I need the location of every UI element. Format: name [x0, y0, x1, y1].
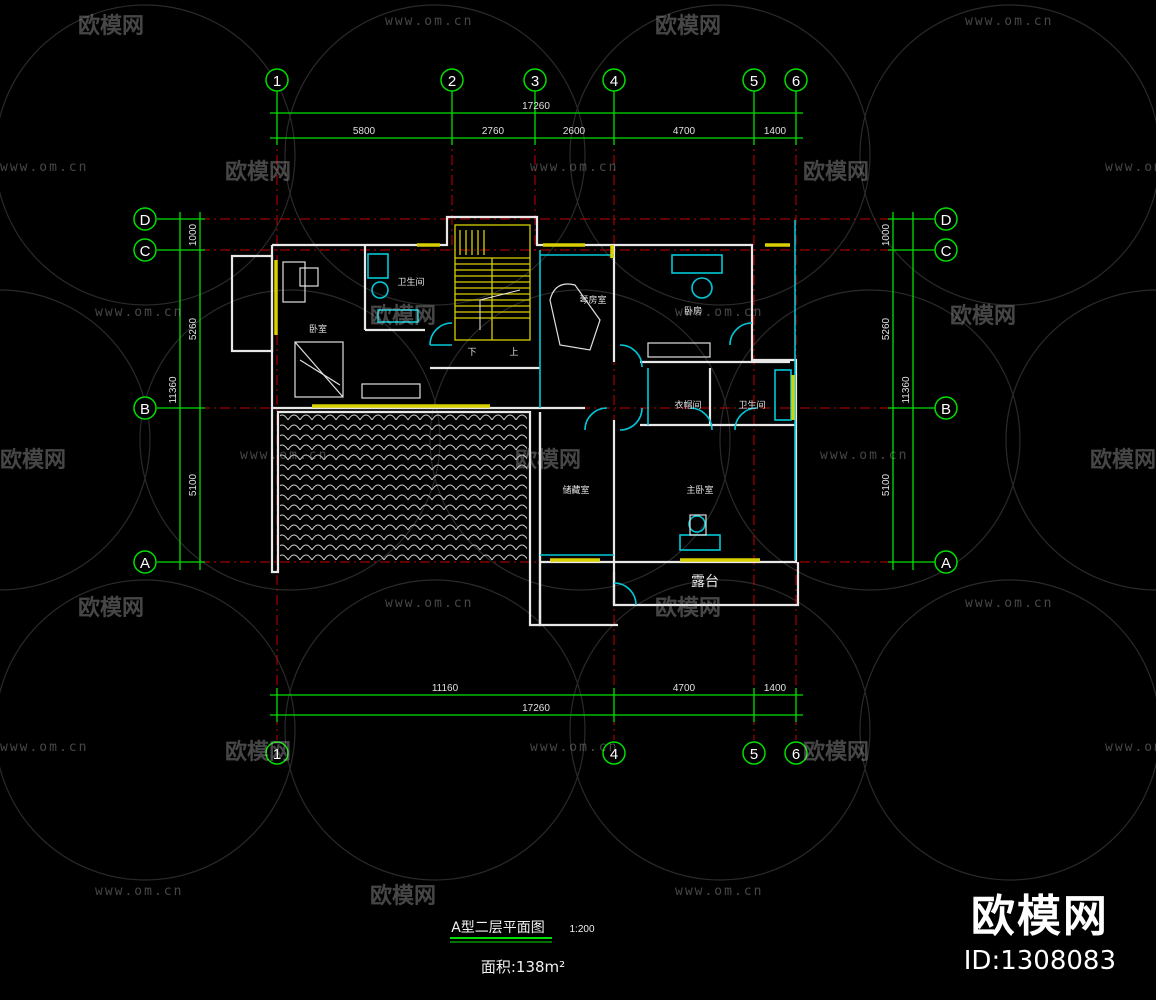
drawing-scale: 1:200	[569, 924, 594, 935]
axis-label-1: 1	[273, 73, 281, 90]
room-bath-left-label: 卫生间	[397, 276, 424, 288]
dim-right-2: 5260	[881, 317, 892, 340]
room-storage-label: 储藏室	[562, 484, 589, 496]
walls	[230, 215, 800, 627]
watermark-url: www.om.cn	[385, 14, 474, 29]
axis-label-D: D	[140, 212, 151, 229]
dim-top-3: 2600	[563, 126, 586, 137]
axis-label-5-bottom: 5	[750, 746, 758, 763]
dim-top-4: 4700	[673, 126, 696, 137]
axis-label-5: 5	[750, 73, 758, 90]
watermark-logo: 欧模网	[0, 448, 67, 473]
watermark-url: www.om.cn	[530, 740, 619, 755]
watermark-logo: 欧模网	[803, 740, 870, 765]
watermark-url: www.om.cn	[0, 740, 89, 755]
dim-right-1: 1000	[881, 223, 892, 246]
watermark-url: www.om.cn	[530, 160, 619, 175]
room-closet-label: 衣帽间	[674, 399, 701, 411]
axis-label-6-bottom: 6	[792, 746, 800, 763]
room-labels: 卧室 卫生间 琴房室 卧房 衣帽间 卫生间 储藏室 主卧室 下 上	[309, 276, 766, 496]
axis-label-C-right: C	[941, 243, 952, 260]
dim-top-1: 5800	[353, 126, 376, 137]
watermark-logo: 欧模网	[655, 596, 722, 621]
dim-left-total: 11360	[168, 376, 179, 404]
staircase	[454, 224, 531, 341]
axis-label-A: A	[140, 555, 150, 572]
watermark-url: www.om.cn	[240, 448, 329, 463]
watermark-logo: 欧模网	[515, 448, 582, 473]
doors-and-fixtures	[367, 220, 796, 606]
watermark-url: www.om.cn	[675, 305, 764, 320]
watermark-logo: 欧模网	[655, 14, 722, 39]
furniture	[282, 261, 711, 536]
axis-label-1-bottom: 1	[273, 746, 281, 763]
dim-bottom-total: 17260	[522, 703, 550, 714]
watermark-logo: 欧模网	[225, 160, 292, 185]
axis-label-A-right: A	[941, 555, 951, 572]
dim-top-5: 1400	[764, 126, 787, 137]
brand-name: 欧模网	[970, 891, 1109, 942]
watermark-logo: 欧模网	[950, 304, 1017, 329]
dim-bottom-2: 4700	[673, 683, 696, 694]
axis-label-B-right: B	[941, 401, 951, 418]
watermark-url: www.om.cn	[820, 448, 909, 463]
room-bedroom-right-label: 卧房	[684, 305, 702, 317]
axis-label-3: 3	[531, 73, 539, 90]
watermark-logo: 欧模网	[225, 740, 292, 765]
axis-bubble-labels: 1 2 3 4 5 6 1 4 5 6 D C B A D C B A	[140, 73, 952, 763]
watermark-url: www.om.cn	[675, 884, 764, 899]
axis-label-6: 6	[792, 73, 800, 90]
room-study-label: 卧室	[309, 323, 327, 335]
watermark-logo: 欧模网	[803, 160, 870, 185]
watermark-url: www.om.cn	[1105, 740, 1156, 755]
dim-bottom-1: 11160	[432, 683, 459, 694]
room-bath-right-label: 卫生间	[738, 399, 765, 411]
watermark-url: www.om.cn	[1105, 160, 1156, 175]
watermark-logo: 欧模网	[78, 596, 145, 621]
drawing-title: A型二层平面图	[451, 920, 545, 936]
dim-left-3: 5100	[188, 473, 199, 496]
watermark-logo: 欧模网	[78, 14, 145, 39]
watermark-url: www.om.cn	[385, 596, 474, 611]
watermark-url: www.om.cn	[95, 305, 184, 320]
dim-right-3: 5100	[881, 473, 892, 496]
axis-label-4-bottom: 4	[610, 746, 618, 763]
dim-top-2: 2760	[482, 126, 505, 137]
room-piano-label: 琴房室	[579, 294, 606, 306]
brand-id: ID:1308083	[963, 946, 1116, 976]
drawing-area: 面积:138m²	[481, 958, 565, 976]
axis-bubbles	[133, 68, 958, 765]
dim-left-2: 5260	[188, 317, 199, 340]
axis-grid-lines	[160, 95, 935, 740]
axis-label-C: C	[140, 243, 151, 260]
dim-bottom-3: 1400	[764, 683, 787, 694]
axis-label-D-right: D	[941, 212, 952, 229]
windows	[274, 243, 795, 562]
dimension-texts: 17260 5800 2760 2600 4700 1400 11160 470…	[168, 101, 912, 714]
stair-arrow	[479, 289, 521, 330]
watermark-logo: 欧模网	[1090, 448, 1156, 473]
stair-down-label: 下	[467, 348, 476, 358]
axis-label-4: 4	[610, 73, 618, 90]
room-master-label: 主卧室	[686, 484, 713, 496]
watermark-url: www.om.cn	[95, 884, 184, 899]
watermark-url: www.om.cn	[965, 14, 1054, 29]
dim-top-total: 17260	[522, 101, 550, 112]
watermark-logo: 欧模网	[370, 884, 437, 909]
stair-up-label: 上	[509, 347, 518, 358]
watermark-url: www.om.cn	[965, 596, 1054, 611]
dim-left-1: 1000	[188, 223, 199, 246]
axis-label-B: B	[140, 401, 150, 418]
watermark-url: www.om.cn	[0, 160, 89, 175]
brand-block: 欧模网 ID:1308083	[964, 880, 1116, 976]
dim-right-total: 11360	[901, 376, 912, 404]
room-balcony-label: 露台	[691, 574, 719, 590]
watermark-logo: 欧模网	[370, 304, 437, 329]
roof-tile-area	[280, 412, 527, 562]
axis-label-2: 2	[448, 73, 456, 90]
dimension-lines	[157, 90, 935, 722]
